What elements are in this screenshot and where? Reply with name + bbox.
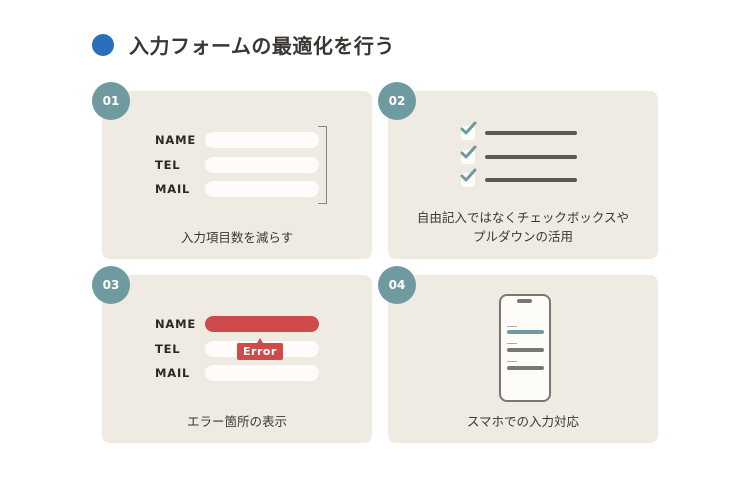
smartphone-icon xyxy=(499,294,551,402)
input-field xyxy=(205,132,319,149)
phone-label-line xyxy=(507,326,517,327)
card-number-badge: 01 xyxy=(92,82,130,120)
form-illustration: NAME TEL MAIL xyxy=(155,128,319,202)
bullet-dot-icon xyxy=(92,33,114,56)
checkbox-checked-icon xyxy=(460,145,477,164)
input-field xyxy=(205,156,319,173)
phone-notch xyxy=(517,299,532,303)
phone-label-line xyxy=(507,343,517,344)
form-row-name: NAME xyxy=(155,312,319,337)
field-label: NAME xyxy=(155,133,197,148)
checklist-item xyxy=(460,145,577,164)
card-number-badge: 04 xyxy=(378,266,416,304)
card-caption: 自由記入ではなくチェックボックスや プルダウンの活用 xyxy=(388,208,658,246)
input-field-error xyxy=(205,316,319,333)
caption-line-2: プルダウンの活用 xyxy=(472,229,573,244)
text-line xyxy=(485,131,577,135)
phone-field xyxy=(507,348,544,352)
caption-line-1: 自由記入ではなくチェックボックスや xyxy=(416,210,630,225)
checkbox-checked-icon xyxy=(460,121,477,140)
phone-field xyxy=(507,366,544,370)
phone-field-active xyxy=(507,330,544,334)
checkbox-checked-icon xyxy=(460,168,477,187)
card-04-smartphone-input: スマホでの入力対応 xyxy=(388,275,658,443)
field-label: MAIL xyxy=(155,366,191,381)
card-number-badge: 03 xyxy=(92,266,130,304)
card-03-error-display: NAME TEL MAIL Error エラー箇所の表示 xyxy=(102,275,372,443)
phone-label-line xyxy=(507,361,517,362)
field-label: TEL xyxy=(155,341,181,356)
card-caption: 入力項目数を減らす xyxy=(180,230,294,245)
form-row-name: NAME xyxy=(155,128,319,153)
card-caption: エラー箇所の表示 xyxy=(186,414,287,429)
card-number-badge: 02 xyxy=(378,82,416,120)
checklist-item xyxy=(460,121,577,140)
error-tooltip: Error xyxy=(237,338,283,360)
input-field xyxy=(205,181,319,198)
title-text: 入力フォームの最適化を行う xyxy=(129,34,395,58)
field-label: TEL xyxy=(155,157,181,172)
page-title: 入力フォームの最適化を行う xyxy=(92,30,395,59)
text-line xyxy=(485,155,577,159)
bracket-icon xyxy=(318,126,327,204)
form-row-tel: TEL xyxy=(155,153,319,178)
text-line xyxy=(485,178,577,182)
card-02-checkbox-dropdown: 自由記入ではなくチェックボックスや プルダウンの活用 xyxy=(388,91,658,259)
input-field xyxy=(205,365,319,382)
card-01-reduce-fields: NAME TEL MAIL 入力項目数を減らす xyxy=(102,91,372,259)
card-caption: スマホでの入力対応 xyxy=(466,414,580,429)
field-label: MAIL xyxy=(155,182,191,197)
checklist-item xyxy=(460,168,577,187)
form-row-mail: MAIL xyxy=(155,177,319,202)
form-row-mail: MAIL xyxy=(155,361,319,386)
field-label: NAME xyxy=(155,317,197,332)
